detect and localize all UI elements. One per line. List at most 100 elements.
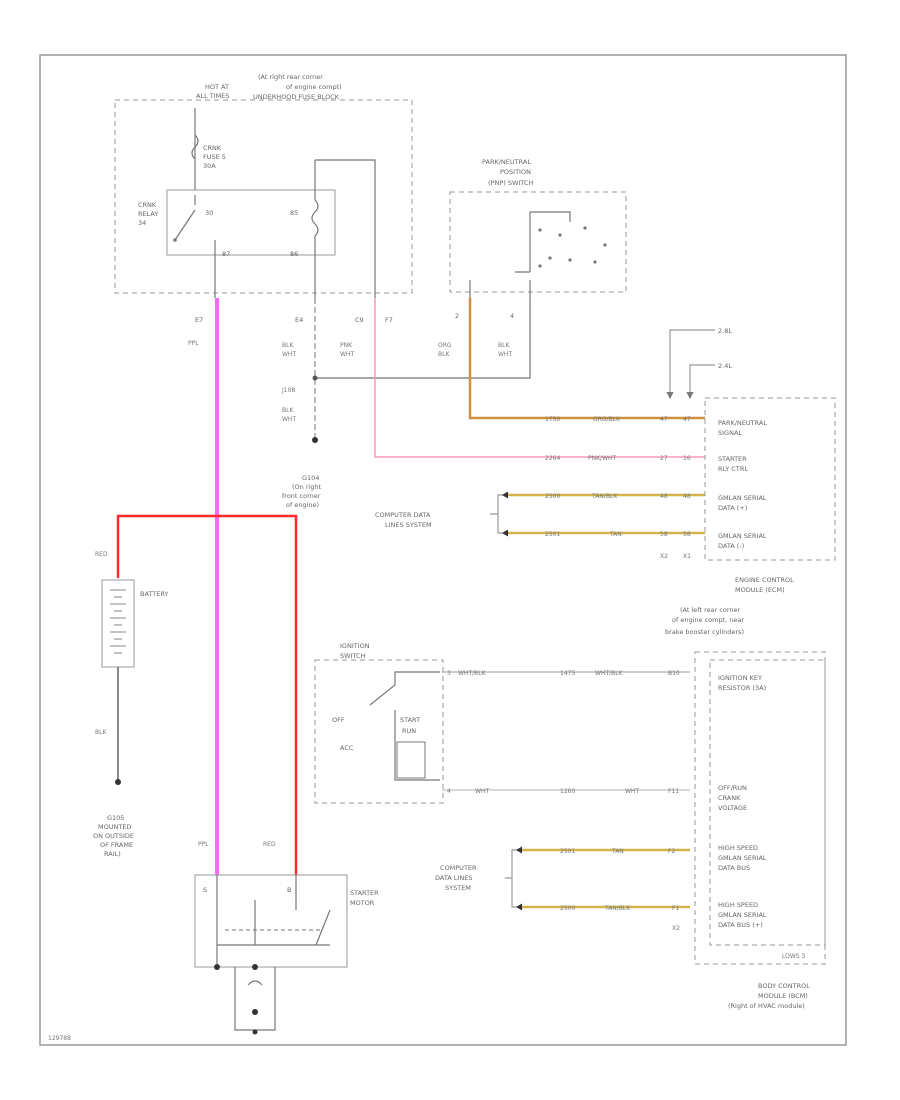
wire-label-blk-wht-1b: WHT <box>282 351 296 358</box>
g104-2: (On right <box>292 483 322 491</box>
wire-label-blk-wht-2b: WHT <box>498 351 512 358</box>
bcm-tag: LOWS 3 <box>782 953 806 960</box>
starter-motor-2: MOTOR <box>350 899 375 907</box>
ecm-title-1: ENGINE CONTROL <box>735 576 794 584</box>
computer-data-2a: COMPUTER <box>440 864 477 872</box>
svg-text:DATA (+): DATA (+) <box>718 504 747 512</box>
battery-blk-label: BLK <box>95 729 107 736</box>
pnp-title-2: POSITION <box>500 168 531 176</box>
hot-at-all-times-1: HOT AT <box>205 83 229 91</box>
g105-4: OF FRAME <box>100 841 133 849</box>
bcm-title-1: BODY CONTROL <box>758 982 810 990</box>
col-xl1: 2.8L <box>718 327 732 335</box>
ecm-title-2: MODULE (ECM) <box>735 586 785 594</box>
wire-label-blk-wht-1a: BLK <box>282 342 294 349</box>
diagram-frame <box>39 54 847 1046</box>
g105-5: RAIL) <box>104 850 121 858</box>
underhood-fuse-block <box>114 99 413 294</box>
svg-text:F1: F1 <box>672 905 679 912</box>
svg-text:PARK/NEUTRAL: PARK/NEUTRAL <box>718 419 767 427</box>
relay-pin-30: 30 <box>205 209 213 217</box>
battery-icon <box>110 589 126 654</box>
ign-acc: ACC <box>340 744 354 752</box>
pnp-title-1: PARK/NEUTRAL <box>482 158 531 166</box>
fuse-conn-f7: F7 <box>385 316 393 324</box>
ecm-x2: X2 <box>660 553 668 560</box>
svg-text:GMLAN SERIAL: GMLAN SERIAL <box>718 854 767 862</box>
g105-1: G105 <box>107 814 124 822</box>
fuse-block-title: UNDERHOOD FUSE BLOCK <box>253 93 340 101</box>
svg-text:48: 48 <box>683 493 691 500</box>
svg-text:DATA (-): DATA (-) <box>718 542 744 550</box>
svg-text:GMLAN SERIAL: GMLAN SERIAL <box>718 532 767 540</box>
pnp-pin-4: 4 <box>510 312 514 320</box>
computer-data-2c: SYSTEM <box>445 884 471 892</box>
svg-text:IGNITION KEY: IGNITION KEY <box>718 674 762 682</box>
fuse-icon <box>191 134 199 160</box>
svg-text:F11: F11 <box>668 788 679 795</box>
col-xl2: 2.4L <box>718 362 732 370</box>
svg-text:HIGH SPEED: HIGH SPEED <box>718 901 758 909</box>
bcm-row-2: 4 WHT 1260 WHT F11 OFF/RUN CRANK VOLTAGE <box>447 784 747 812</box>
svg-text:TAN: TAN <box>611 848 624 855</box>
pnp-switch-box <box>449 191 627 293</box>
wire-label-ppl: PPL <box>188 340 199 347</box>
svg-text:VOLTAGE: VOLTAGE <box>718 804 747 812</box>
svg-text:16: 16 <box>683 455 691 462</box>
fuse-block-note-1: (At right rear corner <box>258 73 323 81</box>
ign-off: OFF <box>332 716 345 724</box>
ign-switch-2: SWITCH <box>340 652 366 660</box>
svg-text:TAN: TAN <box>609 531 622 538</box>
svg-text:F2: F2 <box>668 848 675 855</box>
g104-4: of engine) <box>286 501 319 509</box>
svg-text:TAN/BLK: TAN/BLK <box>604 905 631 912</box>
fuse-conn-c9: C9 <box>355 316 364 324</box>
bcm-outer-box <box>694 651 826 965</box>
crnk-relay-2: RELAY <box>138 210 158 218</box>
ecm-title-3: (At left rear corner <box>680 606 741 614</box>
pnp-contacts-icon <box>538 226 607 268</box>
bcm-row-4: 2500 TAN/BLK F1 HIGH SPEED GMLAN SERIAL … <box>560 901 767 929</box>
bcm-title-3: (Right of HVAC module) <box>728 1002 805 1010</box>
ecm-row-1: 1750 ORG/BLK 47 47 PARK/NEUTRAL SIGNAL <box>545 416 767 437</box>
svg-text:3: 3 <box>447 670 451 677</box>
wire-label-pnk-wht-a: PNK <box>340 342 353 349</box>
svg-text:GMLAN SERIAL: GMLAN SERIAL <box>718 494 767 502</box>
crnk-fuse-2: FUSE 5 <box>203 153 226 161</box>
fuse-block-note-2: of engine compt) <box>286 83 342 91</box>
ign-run: RUN <box>402 727 416 735</box>
svg-text:27: 27 <box>660 455 668 462</box>
svg-text:SIGNAL: SIGNAL <box>718 429 742 437</box>
svg-text:GMLAN SERIAL: GMLAN SERIAL <box>718 911 767 919</box>
svg-text:1750: 1750 <box>545 416 560 423</box>
relay-pin-85: 85 <box>290 209 298 217</box>
relay-pin-87: 87 <box>222 250 230 258</box>
starter-pin-b: B <box>287 886 291 894</box>
computer-data-1b: LINES SYSTEM <box>385 521 432 529</box>
starter-motor-box <box>194 874 348 968</box>
wire-red <box>116 514 298 875</box>
ecm-box <box>704 397 836 561</box>
ecm-row-2: 2264 PNK/WHT 27 16 STARTER RLY CTRL <box>545 455 748 473</box>
g105-2: MOUNTED <box>98 823 131 831</box>
battery-box <box>101 579 135 668</box>
svg-text:B10: B10 <box>668 670 680 677</box>
ign-start: START <box>400 716 420 724</box>
ignition-switch-box <box>314 659 444 804</box>
svg-text:TAN/BLK: TAN/BLK <box>591 493 618 500</box>
starter-motor-1: STARTER <box>350 889 379 897</box>
svg-text:2501: 2501 <box>545 531 560 538</box>
svg-text:1475: 1475 <box>560 670 575 677</box>
svg-text:1260: 1260 <box>560 788 575 795</box>
battery-label: BATTERY <box>140 590 168 598</box>
crnk-fuse-3: 30A <box>203 162 216 170</box>
svg-text:48: 48 <box>660 493 668 500</box>
wire-label-blk-wht-3a: BLK <box>282 407 294 414</box>
bcm-row-1: 3 WHT/BLK 1475 WHT/BLK B10 IGNITION KEY … <box>447 670 766 692</box>
svg-text:RLY CTRL: RLY CTRL <box>718 465 748 473</box>
svg-text:2500: 2500 <box>560 905 575 912</box>
crnk-relay-1: CRNK <box>138 201 157 209</box>
svg-text:47: 47 <box>683 416 691 423</box>
pnp-pin-2: 2 <box>455 312 459 320</box>
